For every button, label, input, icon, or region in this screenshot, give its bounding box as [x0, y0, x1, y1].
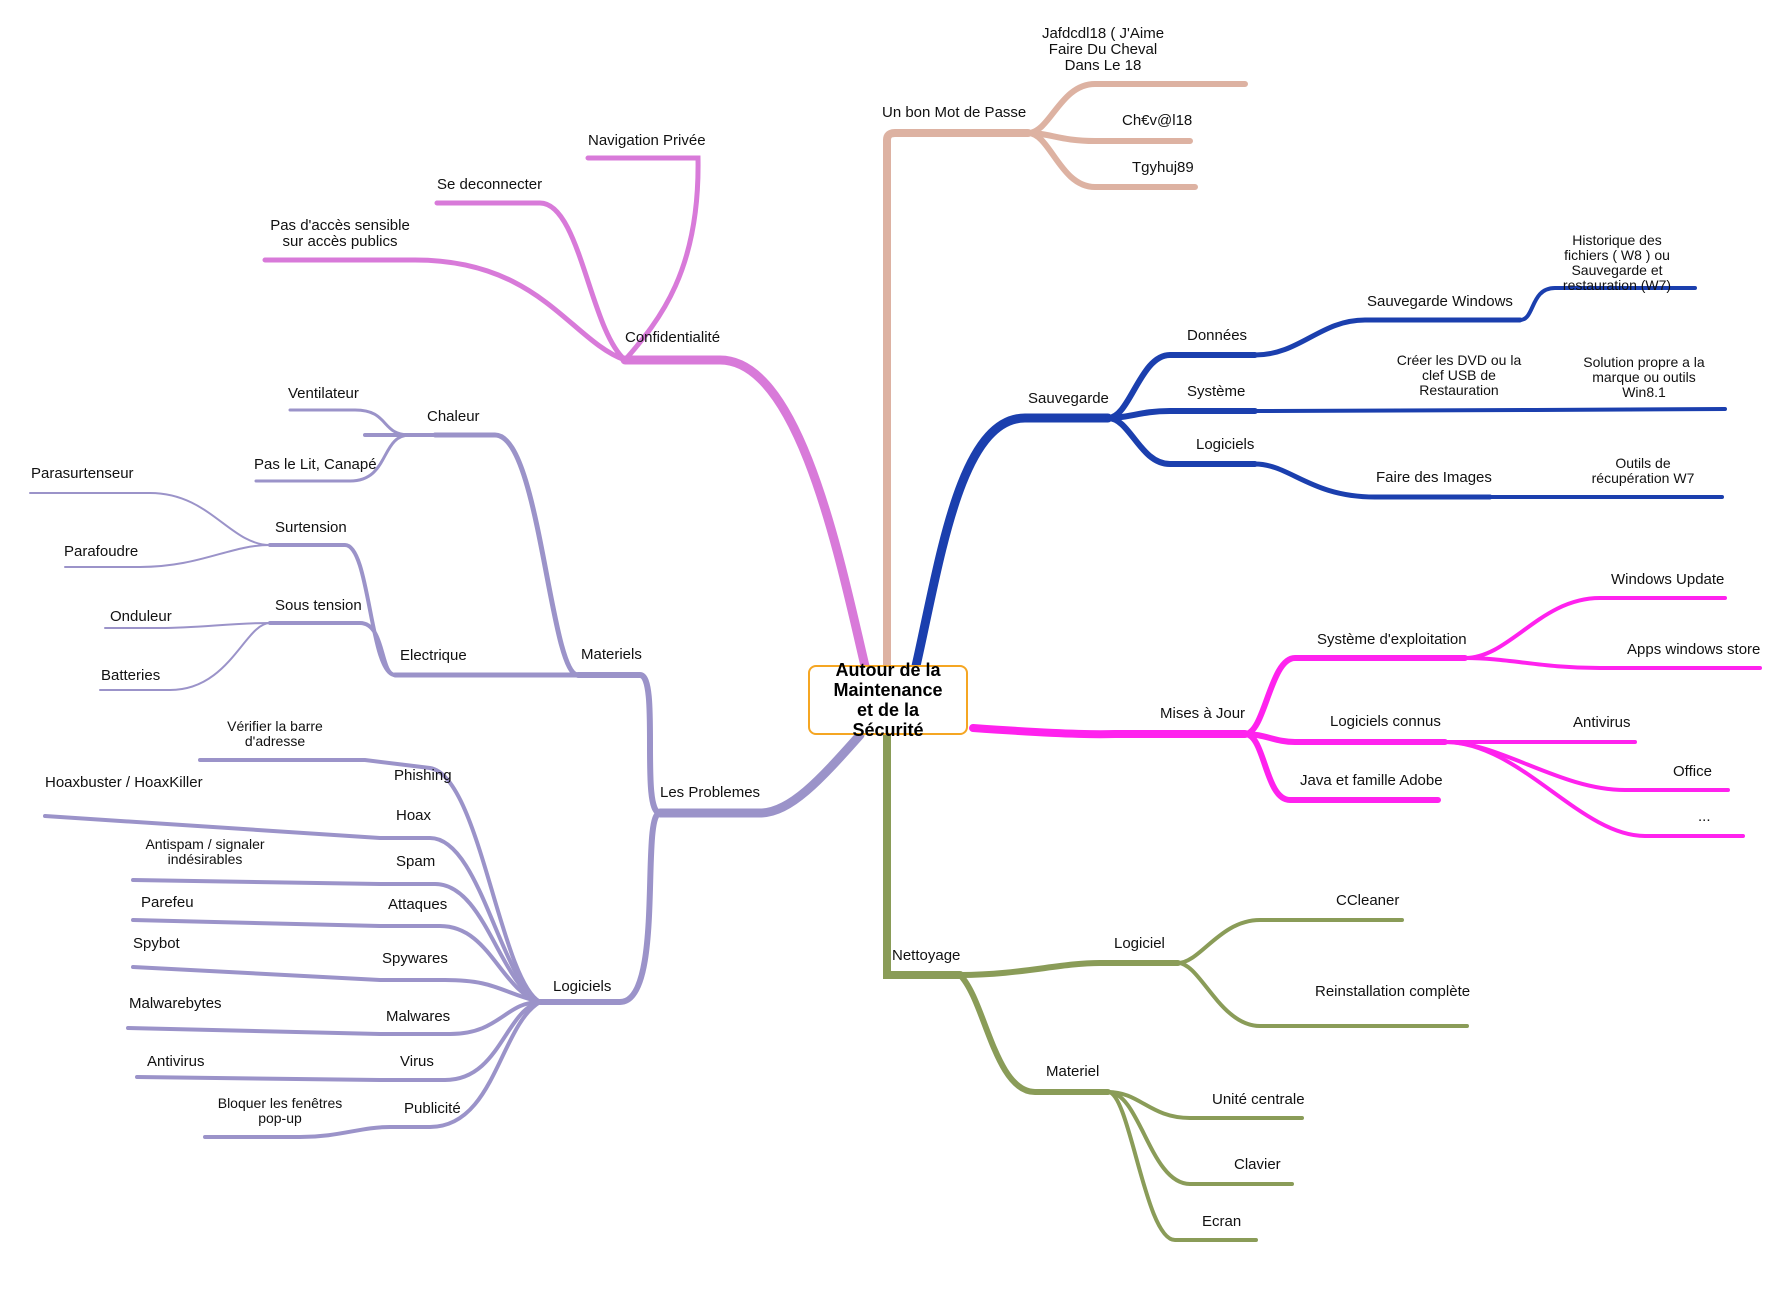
problemes-pas-le-lit: Pas le Lit, Canapé [254, 456, 377, 473]
maj-java: Java et famille Adobe [1300, 772, 1443, 789]
nettoyage-logiciel: Logiciel [1114, 935, 1165, 952]
sauvegarde-label: Sauvegarde [1028, 390, 1109, 407]
problemes-antivirus: Antivirus [147, 1053, 205, 1070]
problemes-malwares: Malwares [386, 1008, 450, 1025]
central-topic: Autour de la Maintenance et de la Sécuri… [808, 660, 968, 740]
problemes-spywares: Spywares [382, 950, 448, 967]
nettoyage-materiel: Materiel [1046, 1063, 1099, 1080]
problemes-hoax: Hoax [396, 807, 432, 824]
sauvegarde-systeme: Système [1187, 383, 1245, 400]
nettoyage-branch [883, 731, 1469, 1242]
problemes-parafoudre: Parafoudre [64, 543, 138, 560]
problemes-materiels: Materiels [581, 646, 642, 663]
problemes-virus: Virus [400, 1053, 434, 1070]
problemes-ventilateur: Ventilateur [288, 385, 359, 402]
problemes-publicite: Publicité [404, 1100, 461, 1117]
sauvegarde-faire-images: Faire des Images [1376, 469, 1492, 486]
password-example-2: Ch€v@l18 [1122, 112, 1192, 129]
central-topic-title: Autour de la Maintenance et de la Sécuri… [833, 660, 943, 740]
maj-apps-store: Apps windows store [1627, 641, 1760, 658]
problemes-spybot: Spybot [133, 935, 181, 952]
nettoyage-ccleaner: CCleaner [1336, 892, 1399, 909]
password-label: Un bon Mot de Passe [882, 104, 1026, 121]
problemes-electrique: Electrique [400, 647, 467, 664]
problemes-phishing: Phishing [394, 767, 452, 784]
maj-office: Office [1673, 763, 1712, 780]
problemes-sous-tension: Sous tension [275, 597, 362, 614]
maj-label: Mises à Jour [1160, 705, 1245, 722]
sauvegarde-windows: Sauvegarde Windows [1367, 293, 1513, 310]
sauvegarde-branch [911, 286, 1727, 671]
nettoyage-ecran: Ecran [1202, 1213, 1241, 1230]
sauvegarde-donnees: Données [1187, 327, 1247, 344]
problemes-logiciels: Logiciels [553, 978, 611, 995]
password-example-3: Tgyhuj89 [1132, 159, 1194, 176]
problemes-chaleur: Chaleur [427, 408, 480, 425]
maj-logiciels-connus: Logiciels connus [1330, 713, 1441, 730]
confidentialite-navigation-privee: Navigation Privée [588, 132, 706, 149]
problemes-parefeu: Parefeu [141, 894, 194, 911]
confidentialite-se-deconnecter: Se deconnecter [437, 176, 542, 193]
problemes-attaques: Attaques [388, 896, 447, 913]
nettoyage-label: Nettoyage [892, 947, 960, 964]
problemes-branch [29, 408, 865, 1139]
problemes-surtension: Surtension [275, 519, 347, 536]
nettoyage-reinstallation: Reinstallation complète [1315, 983, 1470, 1000]
maj-systeme-exploitation: Système d'exploitation [1317, 631, 1467, 648]
maj-branch [969, 596, 1762, 838]
problemes-onduleur: Onduleur [110, 608, 172, 625]
problemes-label: Les Problemes [660, 784, 760, 801]
maj-windows-update: Windows Update [1611, 571, 1724, 588]
maj-etc: ... [1698, 808, 1711, 825]
password-branch [883, 81, 1248, 670]
maj-antivirus: Antivirus [1573, 714, 1631, 731]
nettoyage-unite-centrale: Unité centrale [1212, 1091, 1305, 1108]
sauvegarde-logiciels: Logiciels [1196, 436, 1254, 453]
problemes-hoaxbuster: Hoaxbuster / HoaxKiller [45, 774, 203, 791]
confidentialite-label: Confidentialité [625, 329, 720, 346]
problemes-malwarebytes: Malwarebytes [129, 995, 222, 1012]
problemes-batteries: Batteries [101, 667, 160, 684]
confidentialite-branch [262, 155, 870, 671]
problemes-parasurtenseur: Parasurtenseur [31, 465, 134, 482]
nettoyage-clavier: Clavier [1234, 1156, 1281, 1173]
problemes-spam: Spam [396, 853, 435, 870]
